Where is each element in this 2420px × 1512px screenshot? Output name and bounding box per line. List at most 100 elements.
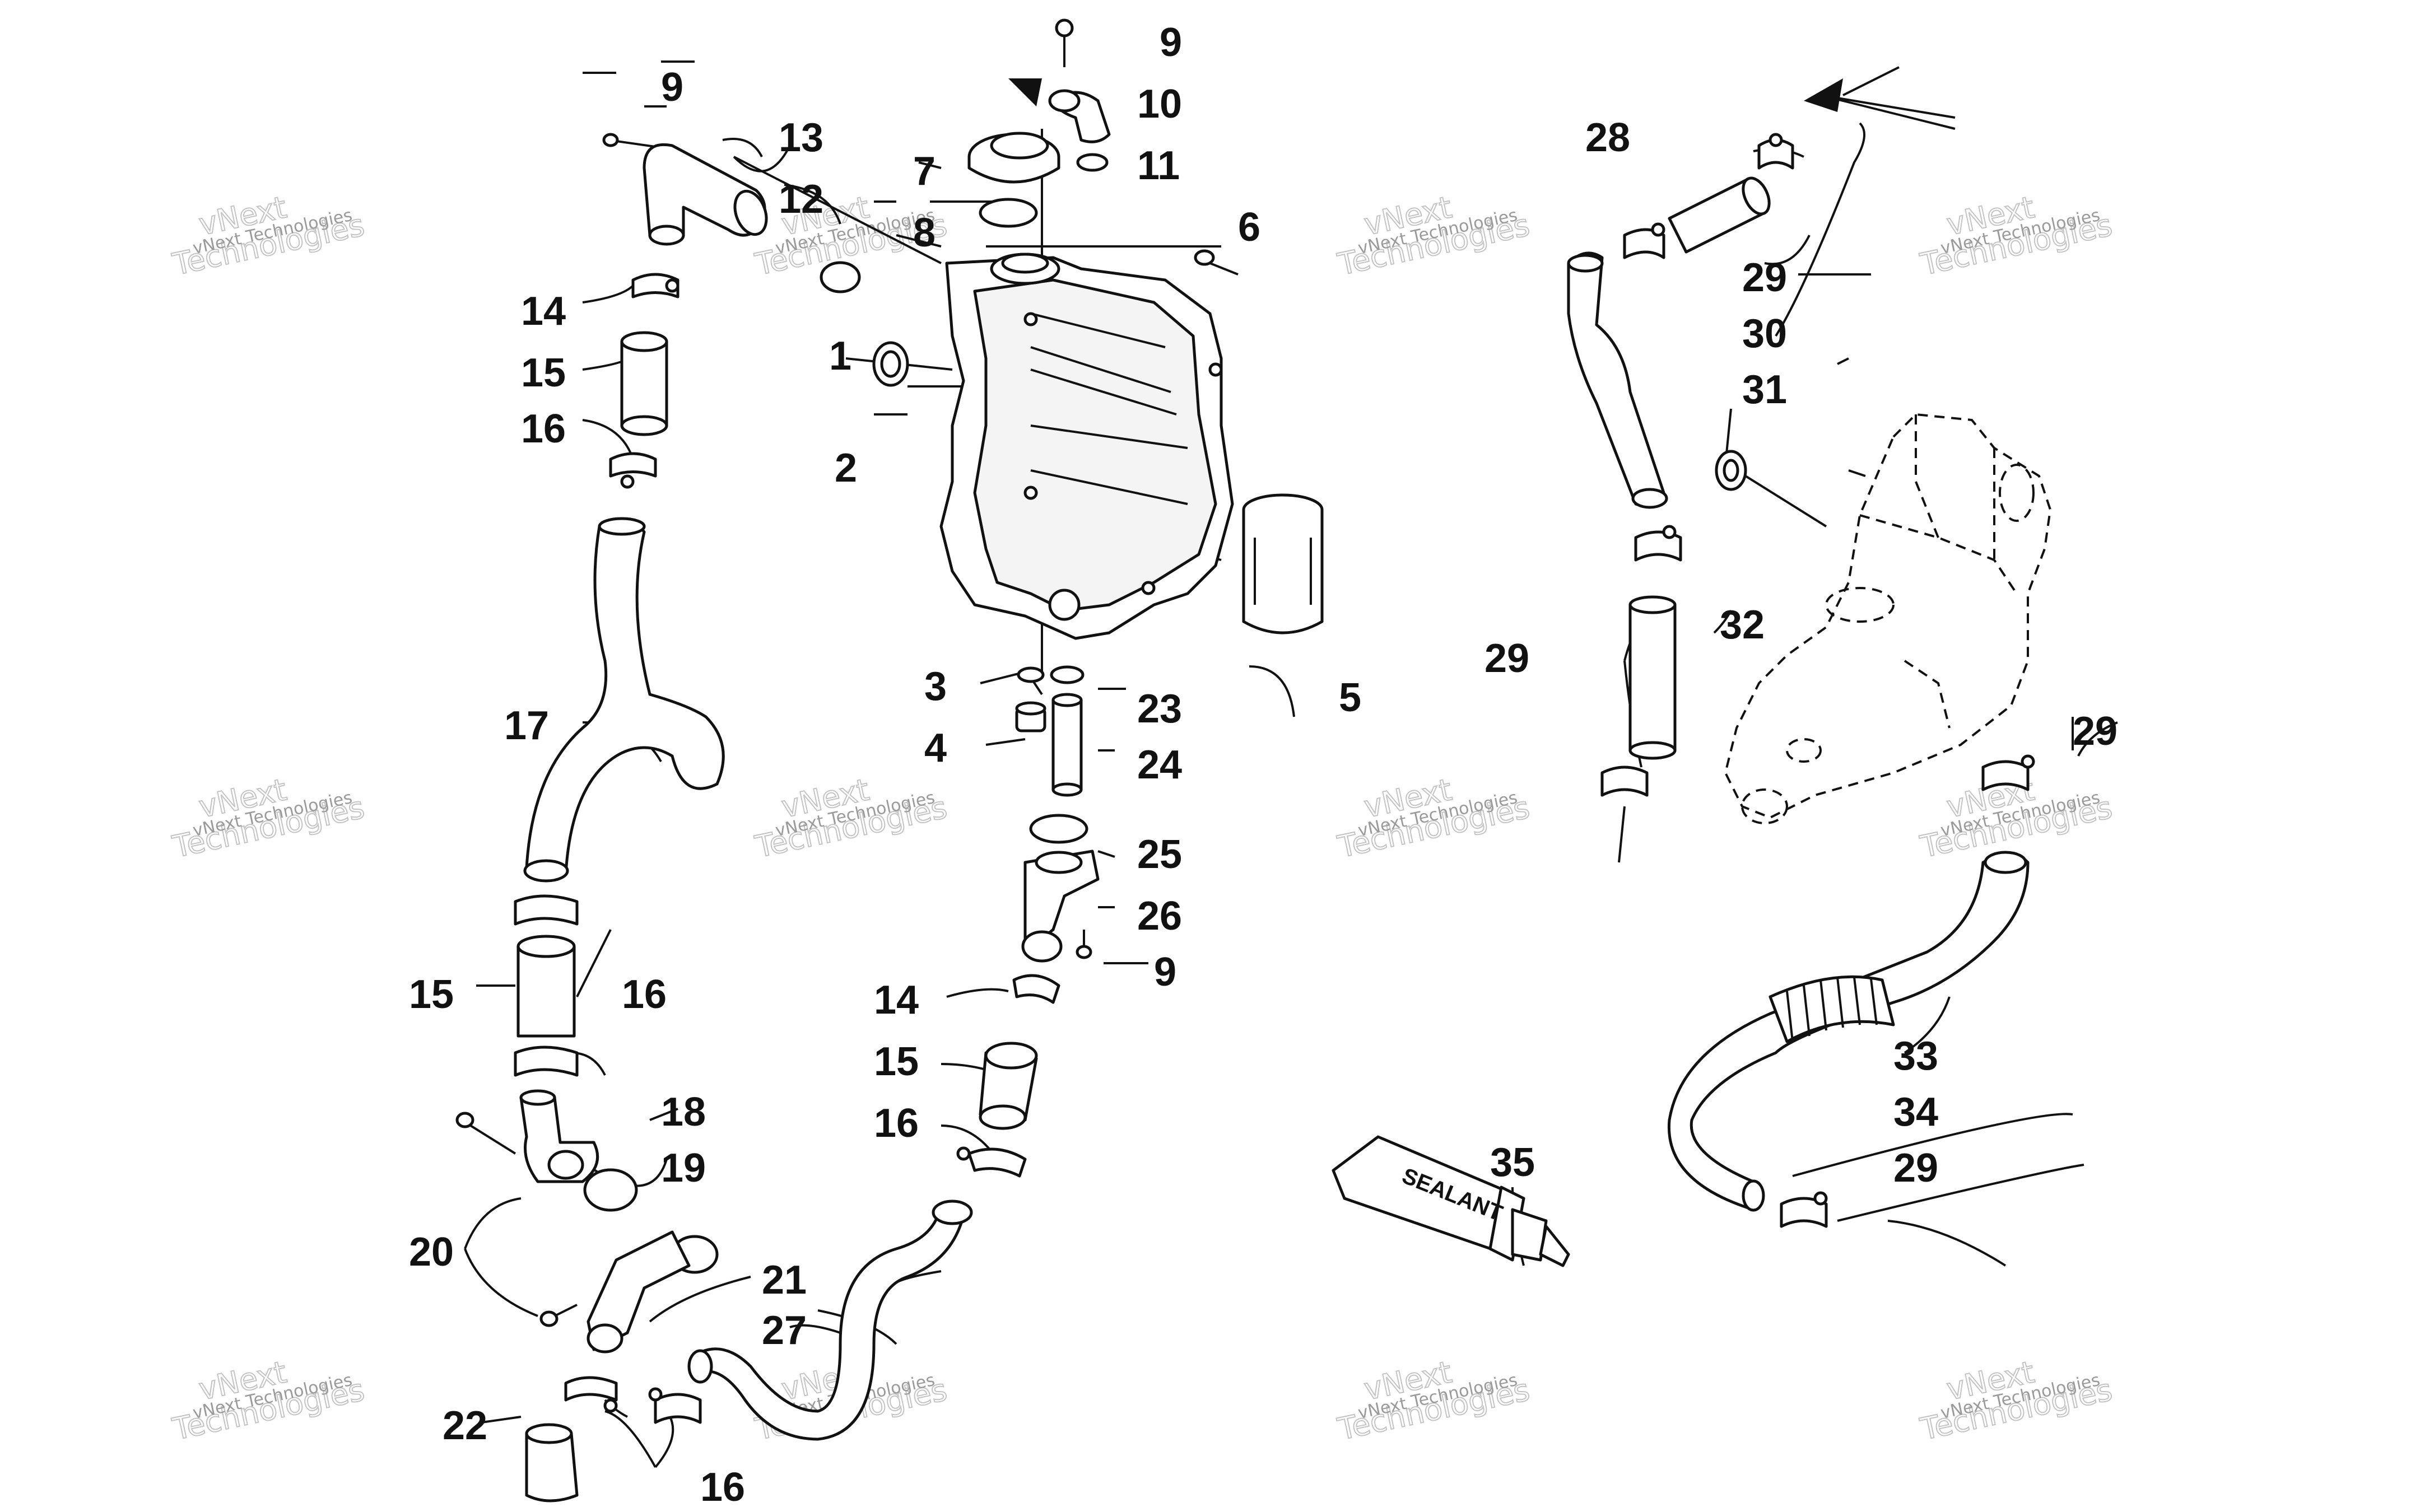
- watermark: vNext Technologies vNext Technologies: [169, 771, 367, 865]
- pointer-arrow-right: [1804, 66, 1900, 112]
- drain-plug: [1015, 701, 1046, 732]
- washer-3: [1017, 666, 1045, 683]
- screw-20-upper: [455, 1112, 516, 1155]
- gasket-ring: [820, 261, 861, 293]
- callout-17: 17: [504, 703, 549, 748]
- hose-17: [523, 517, 725, 883]
- callout-10: 10: [1137, 82, 1182, 127]
- callout-7: 7: [913, 149, 936, 194]
- clamp-29-right: [1981, 754, 2035, 791]
- callout-16d: 16: [874, 1101, 919, 1146]
- clamp-29-left-upper: [1634, 525, 1682, 562]
- watermark: vNext Technologies vNext Technologies: [1916, 1354, 2115, 1448]
- callout-29d: 29: [1893, 1146, 1938, 1191]
- callout-25: 25: [1137, 832, 1182, 877]
- hose-15-lower: [516, 935, 576, 1038]
- screw-6: [1194, 249, 1239, 276]
- screw-9-left: [602, 133, 656, 148]
- callout-11: 11: [1137, 143, 1180, 188]
- filter-screen: [1242, 493, 1324, 634]
- hose-22: [525, 1423, 579, 1502]
- callout-23: 23: [1137, 687, 1182, 731]
- callout-2: 2: [835, 446, 857, 491]
- clamp-14-mid: [1012, 974, 1060, 1004]
- hose-15-mid: [979, 1042, 1038, 1130]
- pointer-arrow-top: [1008, 78, 1042, 106]
- callout-29a: 29: [1742, 255, 1787, 300]
- callout-14a: 14: [521, 289, 566, 334]
- fitting-18: [519, 1089, 599, 1183]
- hose-28: [1668, 176, 1771, 254]
- clamp-16-bottom-left: [564, 1376, 618, 1413]
- callout-15c: 15: [874, 1039, 919, 1084]
- callout-34: 34: [1893, 1090, 1938, 1135]
- callout-35: 35: [1490, 1140, 1535, 1185]
- clamp-16-lower: [514, 1046, 579, 1077]
- callout-16b: 16: [622, 972, 667, 1017]
- callout-3: 3: [924, 664, 947, 709]
- fitting-21: [587, 1230, 691, 1354]
- callout-29c: 29: [2073, 709, 2118, 754]
- callout-12: 12: [779, 177, 823, 222]
- hose-27: [687, 1200, 973, 1441]
- clamp-29-second: [1623, 222, 1665, 259]
- callout-20: 20: [409, 1230, 454, 1275]
- callout-5: 5: [1339, 675, 1361, 720]
- callout-16c: 16: [700, 1465, 745, 1510]
- callout-15a: 15: [521, 351, 566, 395]
- hose-15-top: [620, 331, 668, 436]
- callout-16a: 16: [521, 407, 566, 451]
- callout-21: 21: [762, 1258, 807, 1303]
- callout-30: 30: [1742, 311, 1787, 356]
- callout-1: 1: [829, 334, 851, 379]
- oil-tank-phantom: [1724, 413, 2052, 824]
- clamp-16-top: [609, 452, 657, 489]
- callout-29b: 29: [1484, 636, 1529, 681]
- callout-9b: 9: [661, 65, 683, 110]
- clamp-29-bottom: [1780, 1191, 1828, 1228]
- callout-24: 24: [1137, 743, 1182, 787]
- o-ring-25: [1029, 814, 1088, 844]
- screw-9-mid: [1076, 930, 1092, 959]
- callout-27: 27: [762, 1308, 807, 1353]
- o-ring-23: [1050, 665, 1085, 684]
- callout-31: 31: [1742, 367, 1787, 412]
- clamp-16-bottom-right: [648, 1387, 702, 1424]
- callout-32: 32: [1720, 603, 1765, 647]
- oil-tank-housing: [939, 253, 1234, 640]
- callout-22: 22: [443, 1403, 487, 1448]
- callouts: 1 2 3 4 5 6 7 8 9 10 11 12 13 9 14 15 16…: [409, 20, 2118, 1510]
- clamp-29-left-lower: [1600, 766, 1649, 797]
- callout-9c: 9: [1154, 950, 1176, 995]
- callout-13: 13: [779, 115, 823, 160]
- clamp-14-top: [631, 273, 680, 298]
- hose-30: [1567, 251, 1668, 509]
- callout-15b: 15: [409, 972, 454, 1017]
- watermark: vNext Technologies vNext Technologies: [1334, 189, 1533, 283]
- clamp-29-top-right: [1757, 133, 1794, 170]
- elbow-fitting: [1048, 89, 1111, 143]
- watermark: vNext Technologies vNext Technologies: [1916, 189, 2115, 283]
- callout-26: 26: [1137, 894, 1182, 939]
- watermark: vNext Technologies vNext Technologies: [1334, 1354, 1533, 1448]
- fitting-26: [1021, 850, 1100, 963]
- tube-24: [1051, 693, 1083, 797]
- grommet-31: [1715, 450, 1747, 491]
- clamp-16-upper: [514, 894, 579, 926]
- watermark: vNext Technologies vNext Technologies: [1334, 771, 1533, 865]
- callout-33: 33: [1893, 1034, 1938, 1079]
- elbow-13: [643, 143, 768, 246]
- filler-cap: [967, 132, 1060, 184]
- callout-18: 18: [661, 1090, 706, 1135]
- hose-33-34: [1667, 851, 2030, 1212]
- callout-19: 19: [661, 1146, 706, 1191]
- small-o-ring: [1076, 153, 1109, 172]
- callout-4: 4: [924, 726, 947, 771]
- callout-6: 6: [1238, 205, 1260, 250]
- screw-20-lower: [539, 1304, 578, 1327]
- callout-28: 28: [1585, 115, 1630, 160]
- callout-14b: 14: [874, 978, 919, 1023]
- watermark: vNext Technologies vNext Technologies: [751, 771, 950, 865]
- grommet: [872, 341, 909, 387]
- callout-9a: 9: [1160, 20, 1182, 65]
